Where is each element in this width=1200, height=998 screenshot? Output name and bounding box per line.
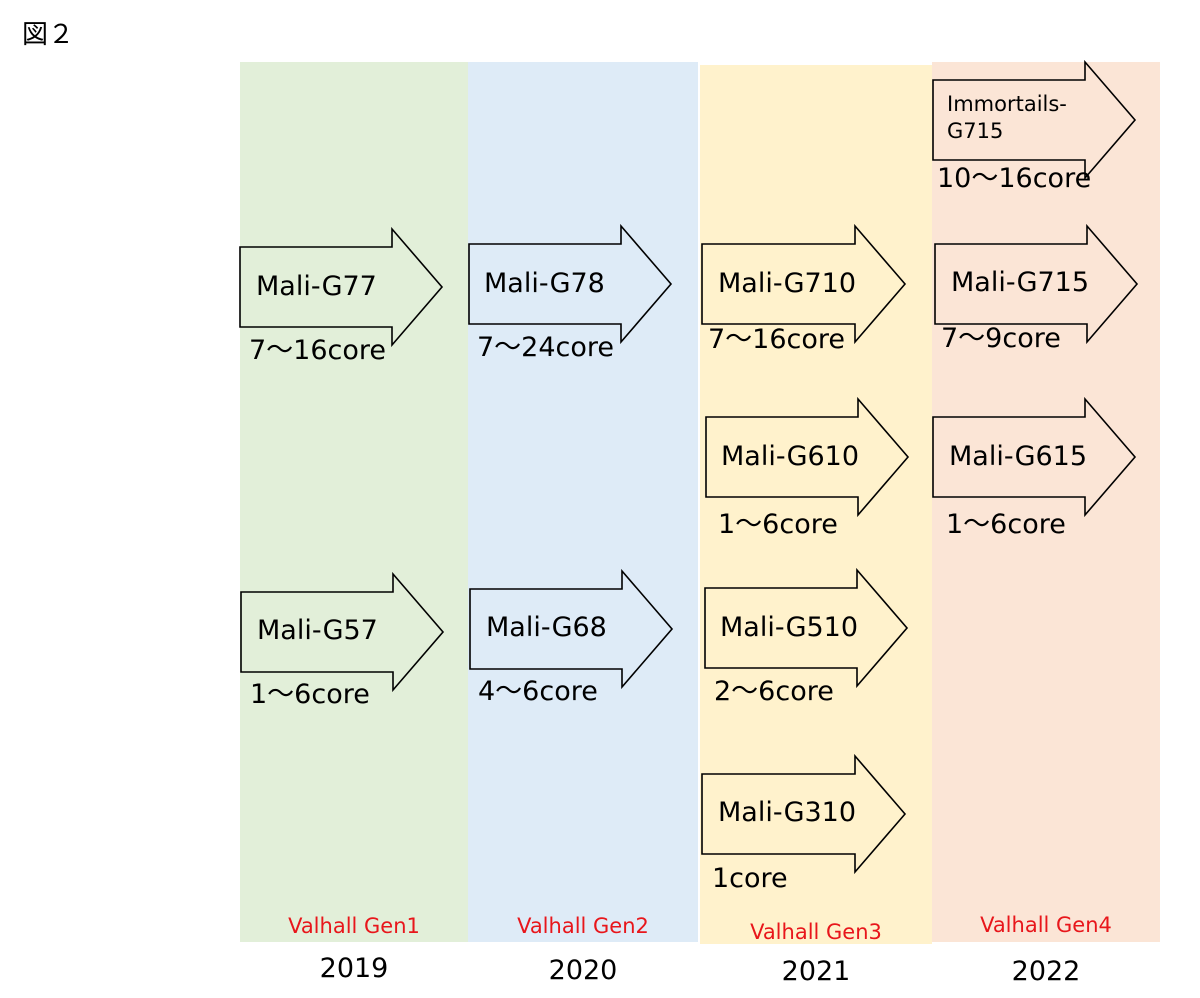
gpu-core-count: 2～6core: [714, 676, 834, 707]
band-2022: [932, 62, 1160, 942]
gpu-name: Mali-G610: [721, 441, 859, 472]
gpu-name: Mali-G68: [486, 612, 607, 643]
gpu-arrow: [701, 223, 907, 345]
gpu-name: Mali-G615: [949, 441, 1087, 472]
gpu-name-line2: G715: [947, 119, 1003, 143]
gpu-arrow: [932, 396, 1137, 518]
gpu-name: Mali-G715: [951, 267, 1089, 298]
gpu-arrow: [240, 571, 445, 693]
year-label-2020: 2020: [549, 955, 618, 986]
gpu-core-count: 7～16core: [708, 324, 845, 355]
gpu-name: Mali-G57: [257, 615, 378, 646]
gpu-arrow: [239, 226, 444, 348]
gpu-core-count: 1～6core: [718, 509, 838, 540]
gpu-core-count: 7～9core: [941, 323, 1061, 354]
band-2020: [468, 62, 698, 942]
gpu-core-count: 1～6core: [946, 509, 1066, 540]
gpu-arrow: [705, 396, 910, 518]
gpu-name: Mali-G710: [718, 268, 856, 299]
gpu-core-count: 1～6core: [250, 679, 370, 710]
generation-label-2022: Valhall Gen4: [980, 913, 1112, 937]
gpu-arrow: [932, 59, 1137, 181]
gpu-name: Mali-G77: [256, 271, 377, 302]
gpu-name: Mali-G78: [484, 268, 605, 299]
gpu-arrow: [701, 753, 907, 875]
generation-label-2019: Valhall Gen1: [288, 914, 420, 938]
gpu-core-count: 7～16core: [249, 335, 386, 366]
year-label-2022: 2022: [1012, 956, 1081, 987]
gpu-core-count: 4～6core: [478, 676, 598, 707]
gpu-name: Mali-G510: [720, 612, 858, 643]
gpu-core-count: 7～24core: [477, 332, 614, 363]
gpu-core-count: 10～16core: [937, 163, 1091, 194]
gpu-core-count: 1core: [712, 863, 788, 894]
gpu-arrow: [704, 567, 909, 689]
generation-label-2021: Valhall Gen3: [750, 920, 882, 944]
gpu-arrow: [468, 223, 673, 345]
generation-label-2020: Valhall Gen2: [517, 914, 649, 938]
year-label-2019: 2019: [320, 953, 389, 984]
year-label-2021: 2021: [782, 956, 851, 987]
gpu-arrow: [934, 223, 1139, 345]
band-2019: [240, 62, 468, 942]
figure-label: 図２: [22, 20, 75, 50]
gpu-name: Mali-G310: [718, 797, 856, 828]
gpu-arrow: [469, 568, 674, 690]
gpu-name-line1: Immortails-: [947, 92, 1067, 116]
